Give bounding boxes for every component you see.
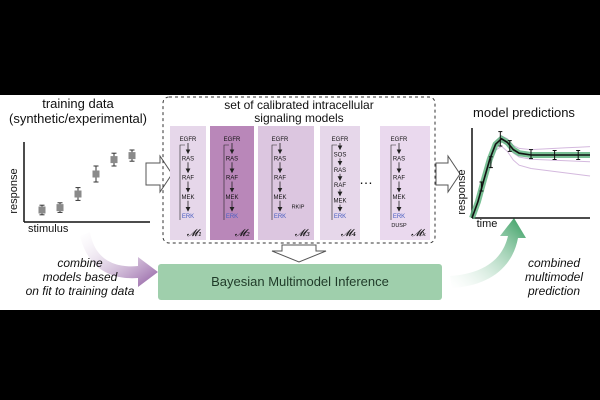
model-node-egfr: EGFR [391, 137, 408, 143]
bmmi-box [158, 264, 442, 300]
model-cards: EGFRRASRAFMEKERK𝓜₁EGFRRASRAFMEKERK𝓜₂EGFR… [170, 126, 430, 240]
bmmi-label: Bayesian Multimodel Inference [211, 274, 389, 289]
model-node-mek: MEK [225, 195, 238, 201]
training-point [92, 170, 100, 178]
model-node-mek: MEK [333, 199, 346, 205]
model-node-egfr: EGFR [272, 137, 289, 143]
model-node-ras: RAS [182, 156, 194, 162]
right-caption-line1: combined [527, 256, 581, 270]
model-node-egfr: EGFR [224, 137, 241, 143]
prediction-chart-axes [471, 128, 590, 219]
model-node-raf: RAF [274, 176, 286, 182]
prediction-ylabel: response [456, 169, 468, 215]
model-feedback [223, 144, 229, 220]
model-label: 𝓜₄ [341, 228, 356, 239]
model-feedback [179, 144, 185, 220]
training-point [74, 190, 82, 198]
training-title-line2: (synthetic/experimental) [9, 111, 147, 126]
prediction-arrow [450, 218, 526, 288]
model-node-erk: ERK [226, 214, 238, 220]
model-node-ras: RAS [334, 168, 346, 174]
prediction-title: model predictions [473, 105, 575, 120]
model-node-egfr: EGFR [180, 137, 197, 143]
model-node-mek: MEK [181, 195, 194, 201]
left-caption-line2: models based [42, 270, 118, 284]
model-node-raf: RAF [226, 176, 238, 182]
model-node-sos: SOS [334, 152, 347, 158]
model-node-dusp: DUSP [391, 223, 407, 229]
models-title-line2: signaling models [254, 111, 344, 125]
hollow-arrow-right [435, 154, 461, 194]
right-caption: combined multimodel prediction [510, 256, 598, 298]
model-node-egfr: EGFR [332, 137, 349, 143]
model-feedback [271, 144, 277, 220]
model-node-ras: RAS [274, 156, 286, 162]
model-label: 𝓜ₖ [411, 228, 426, 239]
training-title: training data (synthetic/experimental) [0, 96, 156, 126]
right-caption-line2: multimodel [524, 270, 584, 284]
model-card-bg [380, 126, 430, 240]
model-node-rkip: RKIP [292, 204, 305, 210]
models-ellipsis: … [359, 171, 373, 187]
hollow-arrow-left [145, 154, 173, 194]
training-chart-axes [23, 142, 150, 223]
prediction-alt-curve [471, 135, 591, 219]
training-point [128, 152, 136, 160]
model-node-mek: MEK [273, 195, 286, 201]
model-node-erk: ERK [274, 214, 286, 220]
combine-arrow [80, 232, 158, 287]
model-card-bg [258, 126, 314, 240]
training-point [38, 206, 46, 214]
model-card-1: EGFR RAS RAF MEK ERK 𝓜₁ [170, 126, 206, 240]
model-feedback [390, 144, 396, 220]
training-ylabel: response [8, 168, 20, 214]
training-title-line1: training data [42, 96, 114, 111]
model-card-3: EGFR RAS RAF MEK ERK RKIP 𝓜₃ [258, 126, 314, 240]
left-caption-line1: combine [57, 256, 103, 270]
model-node-raf: RAF [182, 176, 194, 182]
prediction-mean-curve [471, 137, 590, 219]
models-title: set of calibrated intracellular signalin… [170, 99, 428, 125]
model-label: 𝓜₁ [187, 228, 202, 239]
model-node-raf: RAF [393, 176, 405, 182]
model-card-2: EGFR RAS RAF MEK ERK 𝓜₂ [210, 126, 254, 240]
training-point [56, 204, 64, 212]
model-node-ras: RAS [393, 156, 405, 162]
training-xlabel: stimulus [28, 223, 69, 235]
left-caption: combine models based on fit to training … [2, 256, 158, 298]
model-node-erk: ERK [182, 214, 194, 220]
prediction-xlabel: time [476, 218, 498, 230]
model-node-mek: MEK [392, 195, 405, 201]
model-card-4: EGFR SOS RAS RAF MEK ERK 𝓜₄ [320, 126, 360, 240]
models-title-line1: set of calibrated intracellular [224, 98, 374, 112]
left-caption-line3: on fit to training data [25, 284, 135, 298]
model-feedback [331, 144, 337, 220]
prediction-series [469, 131, 591, 220]
model-node-ras: RAS [226, 156, 238, 162]
model-label: 𝓜₃ [295, 228, 310, 239]
model-label: 𝓜₂ [235, 228, 250, 239]
model-node-raf: RAF [334, 183, 346, 189]
models-container [162, 96, 436, 244]
training-data-points [38, 149, 136, 216]
model-card-5: EGFR RAS RAF MEK ERK DUSP 𝓜ₖ [380, 126, 430, 240]
model-node-erk: ERK [393, 214, 405, 220]
hollow-arrow-down [271, 244, 327, 263]
right-caption-line3: prediction [527, 284, 581, 298]
training-point [110, 156, 118, 164]
model-node-erk: ERK [334, 214, 346, 220]
